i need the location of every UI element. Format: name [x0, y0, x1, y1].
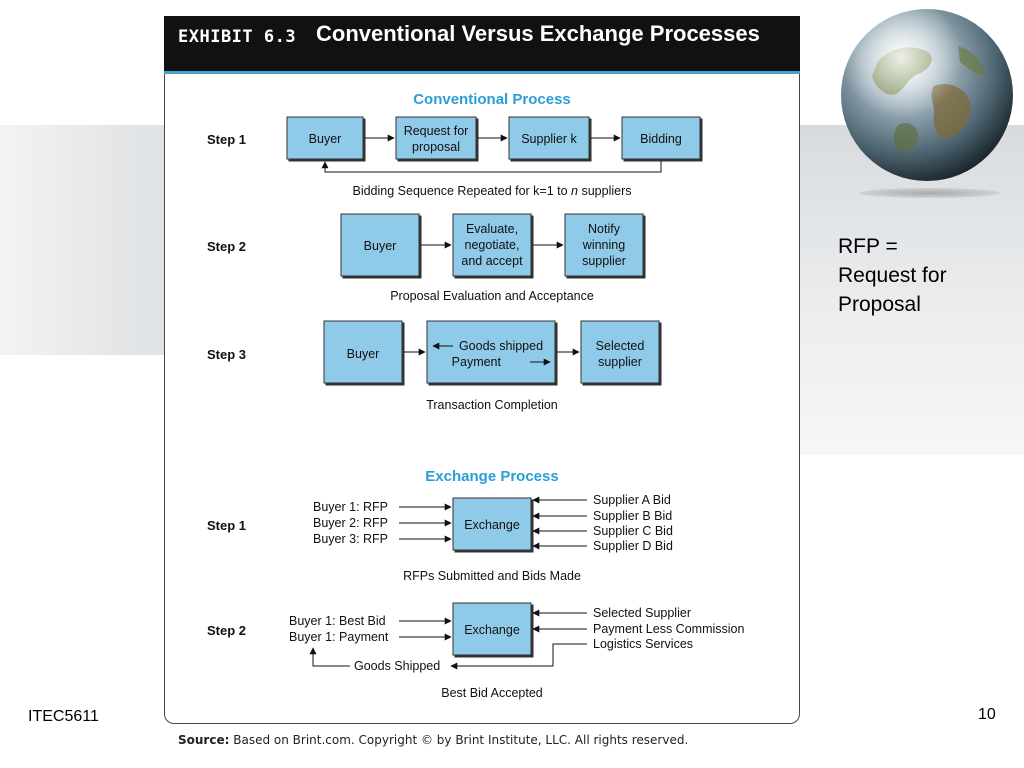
conv-s1-bidding-text: Bidding [640, 132, 682, 146]
source-text: Based on Brint.com. Copyright © by Brint… [233, 733, 689, 747]
slide-number: 10 [978, 706, 996, 723]
conv-s2-notify-text-1: Notify [588, 222, 621, 236]
conv-s1-buyer-text: Buyer [309, 132, 342, 146]
exch-s1-supplier-b: Supplier B Bid [593, 509, 672, 523]
exch-s1-exchange-box [452, 497, 532, 551]
conv-s3-payment-text: Payment [452, 355, 502, 369]
conv-s2-notify-box [564, 213, 644, 277]
exch-s2-logistics: Logistics Services [593, 637, 693, 651]
conv-s3-transfer-box [426, 320, 556, 384]
exch-s2-payment-commission: Payment Less Commission [593, 622, 744, 636]
conv-s1-caption: Bidding Sequence Repeated for k=1 to n s… [352, 184, 631, 198]
globe-shadow [860, 188, 1000, 198]
conv-s3-buyer-text: Buyer [347, 347, 380, 361]
conv-s3-buyer-box [323, 320, 403, 384]
conv-s2-caption: Proposal Evaluation and Acceptance [390, 289, 594, 303]
exch-s1-buyer-3: Buyer 3: RFP [313, 532, 388, 546]
exch-s1-supplier-a: Supplier A Bid [593, 493, 671, 507]
rfp-definition: RFP = Request for Proposal [838, 232, 947, 319]
conv-s1-supplier-text: Supplier k [521, 132, 577, 146]
conv-s1-rfp-text-2: proposal [412, 140, 460, 154]
header-underline [164, 71, 800, 74]
exch-s1-buyer-1: Buyer 1: RFP [313, 500, 388, 514]
conv-s2-evaluate-box [452, 213, 532, 277]
conventional-step1-label: Step 1 [207, 132, 246, 147]
conv-s1-supplier-box [508, 116, 590, 160]
conv-s3-supplier-box [580, 320, 660, 384]
conv-s1-buyer-box [286, 116, 364, 160]
conv-s1-rfp-box [395, 116, 477, 160]
conv-s1-bidding-box [621, 116, 701, 160]
exch-s1-buyer-2: Buyer 2: RFP [313, 516, 388, 530]
background-band-left [0, 125, 165, 355]
rfp-definition-line: RFP = [838, 235, 898, 258]
exch-s2-goods-shipped: Goods Shipped [354, 659, 440, 673]
exch-s2-caption: Best Bid Accepted [441, 686, 543, 700]
exch-s2-buyer-payment: Buyer 1: Payment [289, 630, 389, 644]
conv-s3-goods-text: Goods shipped [459, 339, 543, 353]
exhibit-header: EXHIBIT 6.3 Conventional Versus Exchange… [164, 16, 800, 72]
exchange-step1-label: Step 1 [207, 518, 246, 533]
conventional-step2-label: Step 2 [207, 239, 246, 254]
course-code: ITEC5611 [28, 708, 99, 725]
source-note: Source: Based on Brint.com. Copyright © … [178, 733, 688, 747]
exch-s2-selected-supplier: Selected Supplier [593, 606, 691, 620]
conv-s1-rfp-text-1: Request for [404, 124, 469, 138]
globe-image [838, 6, 1016, 184]
conv-s2-evaluate-text-1: Evaluate, [466, 222, 518, 236]
exhibit-title: Conventional Versus Exchange Processes [316, 21, 760, 46]
exchange-step2-label: Step 2 [207, 623, 246, 638]
conv-s3-supplier-text-2: supplier [598, 355, 642, 369]
conv-s2-notify-text-3: supplier [582, 254, 626, 268]
exch-s1-supplier-d: Supplier D Bid [593, 539, 673, 553]
conv-s3-supplier-text-1: Selected [596, 339, 645, 353]
goods-shipped-arrow [450, 643, 587, 670]
exch-s1-caption: RFPs Submitted and Bids Made [403, 569, 581, 583]
exch-s1-supplier-c: Supplier C Bid [593, 524, 673, 538]
exch-s2-exchange-text: Exchange [464, 623, 520, 637]
conv-s2-notify-text-2: winning [582, 238, 625, 252]
conv-s2-buyer-box [340, 213, 420, 277]
exch-s1-exchange-text: Exchange [464, 518, 520, 532]
source-label: Source: [178, 733, 230, 747]
conventional-step3-label: Step 3 [207, 347, 246, 362]
goods-to-buyer-arrow [309, 647, 350, 667]
exchange-heading: Exchange Process [425, 468, 558, 485]
exch-s2-buyer-bid: Buyer 1: Best Bid [289, 614, 386, 628]
rfp-definition-line: Proposal [838, 293, 921, 316]
conventional-heading: Conventional Process [413, 91, 571, 108]
conv-s3-caption: Transaction Completion [426, 398, 558, 412]
rfp-definition-line: Request for [838, 264, 947, 287]
exch-s2-exchange-box [452, 602, 532, 656]
conv-s2-evaluate-text-3: and accept [461, 254, 523, 268]
conv-s2-evaluate-text-2: negotiate, [465, 238, 520, 252]
loop-back-arrow [321, 161, 662, 173]
background-band-right [800, 125, 1024, 455]
exhibit-number: EXHIBIT 6.3 [178, 27, 297, 47]
conv-s2-buyer-text: Buyer [364, 239, 397, 253]
